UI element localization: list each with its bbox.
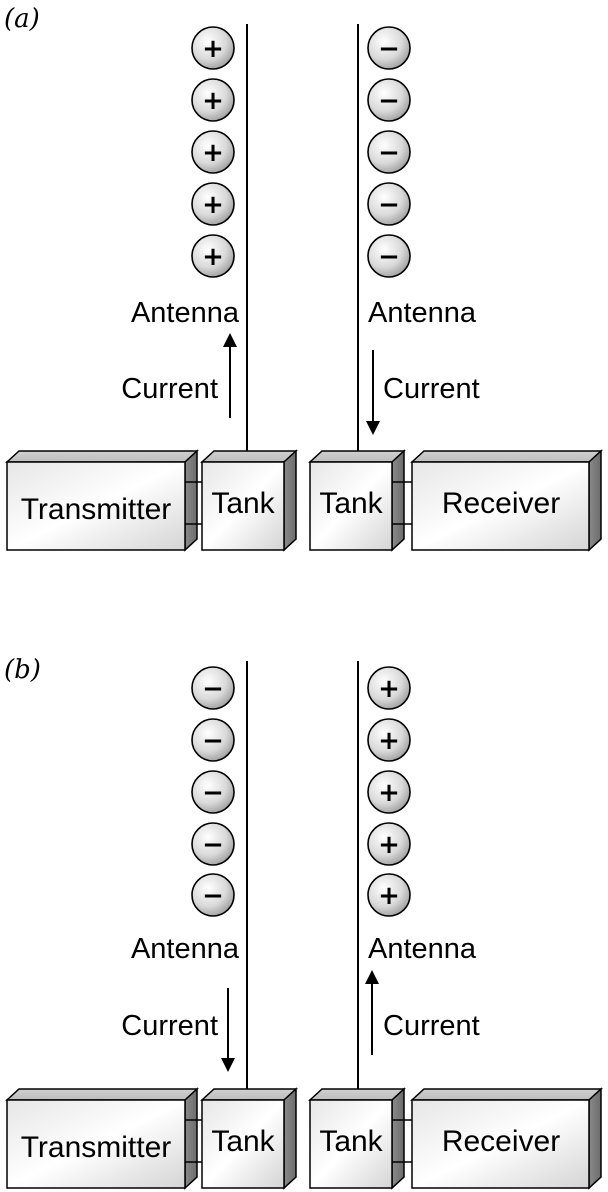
charge: + [191, 234, 235, 278]
charge: − [367, 234, 411, 278]
charge: + [367, 873, 411, 917]
charge: − [191, 718, 235, 762]
charge: − [191, 873, 235, 917]
receiver-box: Receiver [410, 449, 603, 552]
right-antenna-label: Antenna [368, 933, 477, 965]
charge: + [367, 718, 411, 762]
charge: + [367, 822, 411, 866]
charge-sign: + [378, 881, 400, 911]
left-antenna-label: Antenna [131, 933, 240, 965]
charge: − [367, 26, 411, 70]
right-charge-column: + + + + + [367, 666, 411, 917]
charge-sign: + [202, 34, 224, 64]
left-tank-label: Tank [211, 1125, 275, 1158]
receiver-label: Receiver [442, 1125, 560, 1158]
transmitter-box: Transmitter [5, 1087, 199, 1190]
left-tank-box: Tank [200, 1087, 298, 1190]
charge: − [191, 770, 235, 814]
charge-sign: + [378, 778, 400, 808]
left-tank-label: Tank [211, 487, 275, 520]
charge-sign: − [378, 138, 400, 168]
left-current-label: Current [121, 373, 218, 405]
charge: + [191, 26, 235, 70]
left-charge-column: − − − − − [191, 666, 235, 917]
charge-sign: + [202, 138, 224, 168]
charge: + [191, 78, 235, 122]
panel-label: (b) [4, 655, 41, 685]
charge: + [367, 666, 411, 710]
charge: + [191, 182, 235, 226]
charge: + [367, 770, 411, 814]
transmitter-label: Transmitter [21, 1131, 172, 1164]
charge: − [367, 182, 411, 226]
right-tank-label: Tank [319, 1125, 383, 1158]
charge-sign: − [378, 34, 400, 64]
left-tank-box: Tank [200, 449, 298, 552]
receiver-label: Receiver [442, 487, 560, 520]
charge-sign: + [378, 830, 400, 860]
charge-sign: − [202, 726, 224, 756]
right-current-label: Current [383, 373, 480, 405]
charge: − [191, 822, 235, 866]
charge-sign: − [202, 830, 224, 860]
charge: − [367, 130, 411, 174]
charge-sign: − [202, 881, 224, 911]
charge: − [367, 78, 411, 122]
left-current-label: Current [121, 1010, 218, 1042]
charge-sign: + [378, 726, 400, 756]
charge: + [191, 130, 235, 174]
receiver-box: Receiver [410, 1087, 603, 1190]
transmitter-box: Transmitter [5, 449, 199, 552]
right-current-label: Current [383, 1010, 480, 1042]
right-tank-box: Tank [308, 1087, 406, 1190]
charge-sign: − [202, 778, 224, 808]
charge: − [191, 666, 235, 710]
left-charge-column: + + + + + [191, 26, 235, 278]
right-charge-column: − − − − − [367, 26, 411, 278]
charge-sign: + [202, 190, 224, 220]
charge-sign: + [202, 242, 224, 272]
charge-sign: + [202, 86, 224, 116]
charge-sign: − [378, 242, 400, 272]
right-tank-label: Tank [319, 487, 383, 520]
panel-b: (b) − − − − − + + + + + Antenna Antenna … [4, 655, 603, 1190]
panel-a: (a) + + + + + − − − − − Antenna Antenna … [4, 4, 603, 552]
charge-sign: − [202, 674, 224, 704]
right-antenna-label: Antenna [368, 297, 477, 329]
right-tank-box: Tank [308, 449, 406, 552]
charge-sign: − [378, 190, 400, 220]
charge-sign: − [378, 86, 400, 116]
charge-sign: + [378, 674, 400, 704]
transmitter-label: Transmitter [21, 493, 172, 526]
panel-label: (a) [4, 4, 40, 34]
left-antenna-label: Antenna [131, 297, 240, 329]
